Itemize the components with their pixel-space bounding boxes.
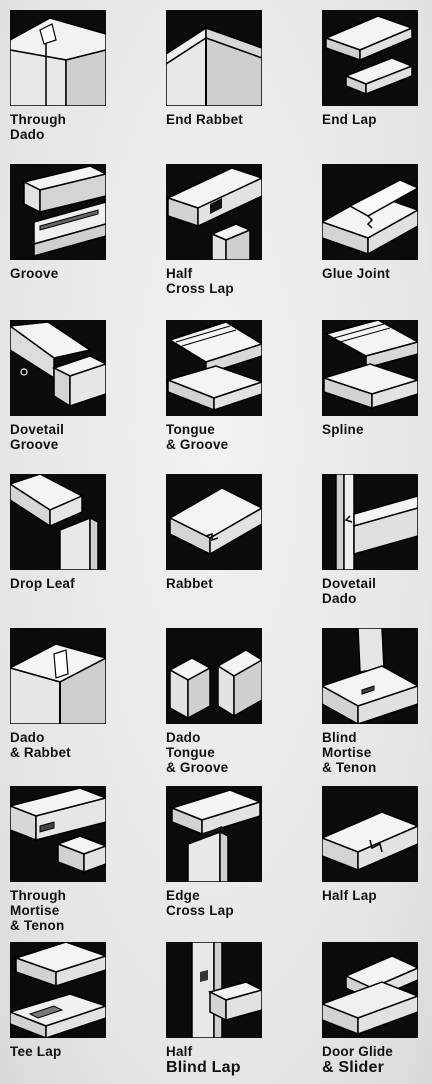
joint-label: Tee Lap xyxy=(10,1044,62,1059)
tee-lap-illustration xyxy=(10,942,106,1038)
joint-door-glide-slider: Door Glide& Slider xyxy=(322,942,422,1076)
dovetail-groove-illustration xyxy=(10,320,106,416)
joint-label: Glue Joint xyxy=(322,266,391,281)
joint-label: Spline xyxy=(322,422,364,437)
joint-spline: Spline xyxy=(322,320,422,437)
joint-label: Dado& Rabbet xyxy=(10,730,71,760)
joint-end-lap: End Lap xyxy=(322,10,422,127)
through-mortise-tenon-illustration xyxy=(10,786,106,882)
spline-illustration xyxy=(322,320,418,416)
joint-label: Half Lap xyxy=(322,888,377,903)
blind-mortise-tenon-illustration xyxy=(322,628,418,724)
joint-tee-lap: Tee Lap xyxy=(10,942,110,1059)
joint-label: Drop Leaf xyxy=(10,576,75,591)
edge-cross-lap-illustration xyxy=(166,786,262,882)
door-glide-slider-illustration xyxy=(322,942,418,1038)
dovetail-dado-illustration xyxy=(322,474,418,570)
joint-drop-leaf: Drop Leaf xyxy=(10,474,110,591)
groove-illustration xyxy=(10,164,106,260)
dado-rabbet-illustration xyxy=(10,628,106,724)
joint-tongue-groove: Tongue& Groove xyxy=(166,320,266,452)
joint-label: Groove xyxy=(10,266,59,281)
joint-label: End Lap xyxy=(322,112,377,127)
joint-label: Tongue& Groove xyxy=(166,422,229,452)
joint-half-lap: Half Lap xyxy=(322,786,422,903)
joint-rabbet: Rabbet xyxy=(166,474,266,591)
joint-groove: Groove xyxy=(10,164,110,281)
end-rabbet-illustration xyxy=(166,10,262,106)
glue-joint-illustration xyxy=(322,164,418,260)
joint-label: Rabbet xyxy=(166,576,213,591)
joint-glue-joint: Glue Joint xyxy=(322,164,422,281)
half-lap-illustration xyxy=(322,786,418,882)
dado-tongue-groove-illustration xyxy=(166,628,262,724)
end-lap-illustration xyxy=(322,10,418,106)
through-dado-illustration xyxy=(10,10,106,106)
joint-label: End Rabbet xyxy=(166,112,244,127)
joint-end-rabbet: End Rabbet xyxy=(166,10,266,127)
joint-label: Door Glide& Slider xyxy=(322,1044,394,1076)
rabbet-illustration xyxy=(166,474,262,570)
drop-leaf-illustration xyxy=(10,474,106,570)
joint-dado-rabbet: Dado& Rabbet xyxy=(10,628,110,760)
half-cross-lap-illustration xyxy=(166,164,262,260)
tongue-groove-illustration xyxy=(166,320,262,416)
half-blind-lap-illustration xyxy=(166,942,262,1038)
